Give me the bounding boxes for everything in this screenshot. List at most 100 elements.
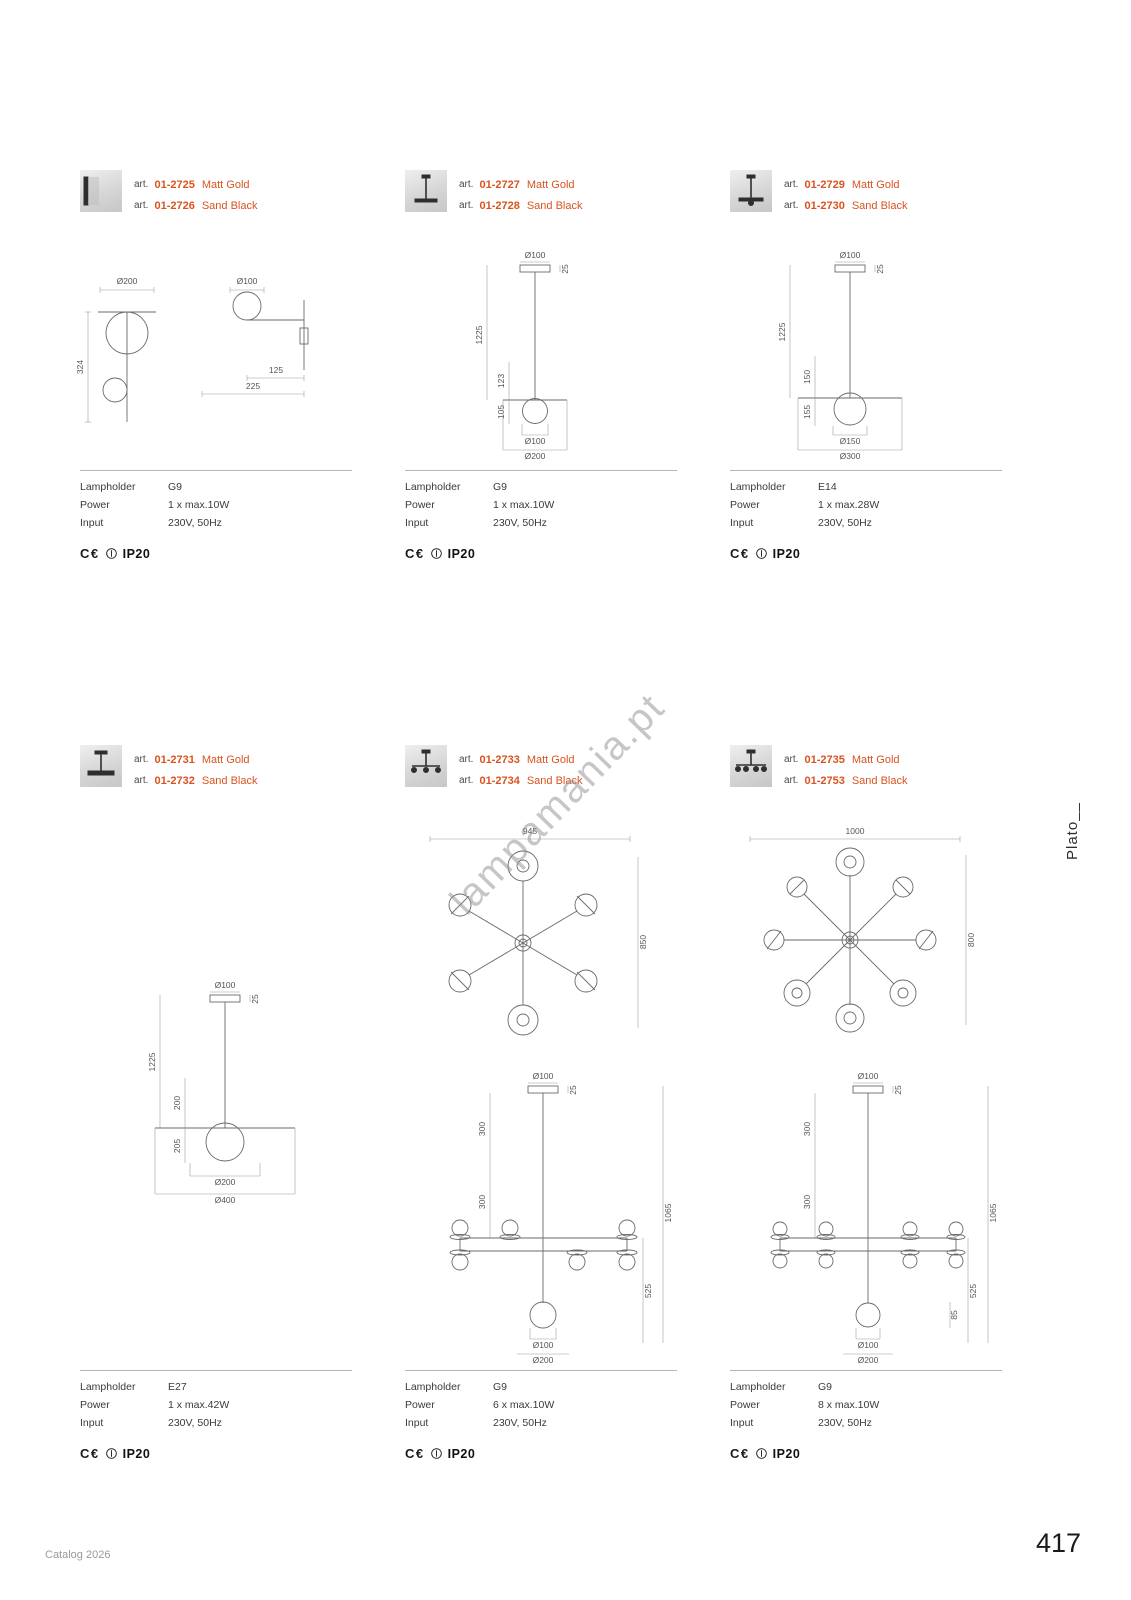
- dimension-label: Ø100: [533, 1340, 554, 1350]
- spec-row-power: Power 6 x max.10W: [405, 1396, 677, 1414]
- spec-row-lampholder: Lampholder G9: [405, 478, 677, 496]
- technical-drawing: Ø100 25 1225 123 105 Ø100 Ø200: [474, 250, 570, 461]
- variant-row: art. 01-2730 Sand Black: [784, 195, 907, 216]
- spec-value: 230V, 50Hz: [818, 1417, 872, 1429]
- certification-marks: C€ IP20: [730, 546, 1002, 561]
- ip-rating: IP20: [447, 546, 476, 561]
- spec-row-lampholder: Lampholder E27: [80, 1378, 352, 1396]
- certification-circle-icon: [430, 1448, 442, 1459]
- dimension-label: Ø200: [215, 1177, 236, 1187]
- spec-label: Lampholder: [730, 1381, 786, 1393]
- spec-row-lampholder: Lampholder G9: [730, 1378, 1002, 1396]
- variant-row: art. 01-2733 Matt Gold: [459, 749, 582, 770]
- finish-name: Sand Black: [526, 774, 583, 787]
- spec-row-power: Power 1 x max.10W: [405, 496, 677, 514]
- dimension-label: 25: [250, 994, 260, 1004]
- spec-row-power: Power 1 x max.28W: [730, 496, 1002, 514]
- certification-marks: C€ IP20: [730, 1446, 1002, 1461]
- article-code: 01-2733: [479, 753, 520, 766]
- dimension-label: Ø400: [215, 1195, 236, 1205]
- article-code: 01-2731: [154, 753, 195, 766]
- dimension-label: Ø100: [525, 250, 546, 260]
- dimension-label: 25: [568, 1085, 578, 1095]
- spec-row-input: Input 230V, 50Hz: [730, 514, 1002, 532]
- technical-drawing-top-view: 1000 800: [749, 826, 976, 1033]
- spec-label: Input: [80, 1417, 104, 1429]
- chandelier-thumbnail-icon: [735, 749, 767, 772]
- product-header: art. 01-2735 Matt Gold art. 01-2753 Sand…: [730, 745, 907, 791]
- art-label: art.: [134, 179, 149, 190]
- dimension-label: 205: [172, 1139, 182, 1153]
- technical-drawing: Ø200 324 Ø100 125 225: [75, 276, 309, 423]
- article-code: 01-2732: [154, 774, 195, 787]
- dimension-label: 945: [523, 826, 537, 836]
- dimension-label: 300: [477, 1195, 487, 1209]
- dimension-label: 85: [949, 1310, 959, 1320]
- certification-circle-icon: [105, 548, 117, 559]
- spec-row-lampholder: Lampholder G9: [80, 478, 352, 496]
- pendant-thumbnail-icon: [414, 174, 438, 203]
- art-label: art.: [784, 754, 799, 765]
- dimension-label: 800: [966, 933, 976, 947]
- spec-row-input: Input 230V, 50Hz: [80, 514, 352, 532]
- variant-row: art. 01-2735 Matt Gold: [784, 749, 907, 770]
- spec-value: 230V, 50Hz: [168, 1417, 222, 1429]
- certification-circle-icon: [755, 548, 767, 559]
- article-code: 01-2728: [479, 199, 520, 212]
- page-number: 417: [1035, 1528, 1081, 1558]
- variant-row: art. 01-2728 Sand Black: [459, 195, 582, 216]
- spec-value: 230V, 50Hz: [493, 517, 547, 529]
- dimension-label: Ø100: [533, 1071, 554, 1081]
- wall-light-thumbnail-icon: [83, 176, 99, 206]
- spec-label: Power: [730, 499, 760, 511]
- dimension-label: 1065: [663, 1203, 673, 1222]
- spec-table: Lampholder E27 Power 1 x max.42W Input 2…: [80, 1370, 352, 1461]
- finish-name: Matt Gold: [851, 178, 900, 191]
- dimension-label: 1065: [988, 1203, 998, 1222]
- product-header: art. 01-2727 Matt Gold art. 01-2728 Sand…: [405, 170, 582, 216]
- spec-row-power: Power 8 x max.10W: [730, 1396, 1002, 1414]
- product-thumbnail: [80, 170, 122, 212]
- article-code: 01-2727: [479, 178, 520, 191]
- certification-marks: C€ IP20: [405, 1446, 677, 1461]
- dimension-label: 1225: [474, 325, 484, 344]
- chandelier-thumbnail-icon: [411, 749, 441, 773]
- spec-label: Lampholder: [730, 481, 786, 493]
- dimension-label: 525: [643, 1284, 653, 1298]
- spec-label: Lampholder: [80, 481, 136, 493]
- spec-label: Power: [80, 499, 110, 511]
- art-label: art.: [459, 179, 474, 190]
- technical-drawing-top-view: 945 850: [429, 826, 648, 1036]
- dimension-label: 300: [802, 1195, 812, 1209]
- spec-row-input: Input 230V, 50Hz: [405, 514, 677, 532]
- article-code: 01-2730: [804, 199, 845, 212]
- series-side-label: Plato__: [1064, 802, 1081, 860]
- variant-row: art. 01-2734 Sand Black: [459, 770, 582, 791]
- dimension-label: 324: [75, 360, 85, 374]
- variant-row: art. 01-2731 Matt Gold: [134, 749, 257, 770]
- product-header: art. 01-2729 Matt Gold art. 01-2730 Sand…: [730, 170, 907, 216]
- spec-row-lampholder: Lampholder G9: [405, 1378, 677, 1396]
- spec-label: Input: [80, 517, 104, 529]
- finish-name: Matt Gold: [526, 178, 575, 191]
- product-card: art. 01-2725 Matt Gold art. 01-2726 Sand…: [75, 170, 376, 600]
- art-label: art.: [134, 200, 149, 211]
- spec-value: 1 x max.28W: [818, 499, 880, 511]
- technical-drawing-side-view: Ø100 25 300 300 1065 525: [449, 1071, 673, 1365]
- article-code: 01-2725: [154, 178, 195, 191]
- spec-label: Lampholder: [405, 1381, 461, 1393]
- variant-row: art. 01-2732 Sand Black: [134, 770, 257, 791]
- finish-name: Sand Black: [201, 199, 258, 212]
- product-thumbnail: [730, 170, 772, 212]
- dimension-label: 300: [477, 1122, 487, 1136]
- dimension-label: 1225: [777, 322, 787, 341]
- variant-row: art. 01-2726 Sand Black: [134, 195, 257, 216]
- spec-value: 1 x max.42W: [168, 1399, 230, 1411]
- spec-value: 1 x max.10W: [493, 499, 555, 511]
- spec-value: 230V, 50Hz: [168, 517, 222, 529]
- finish-name: Matt Gold: [851, 753, 900, 766]
- dimension-label: Ø100: [237, 276, 258, 286]
- spec-label: Lampholder: [405, 481, 461, 493]
- ip-rating: IP20: [772, 546, 801, 561]
